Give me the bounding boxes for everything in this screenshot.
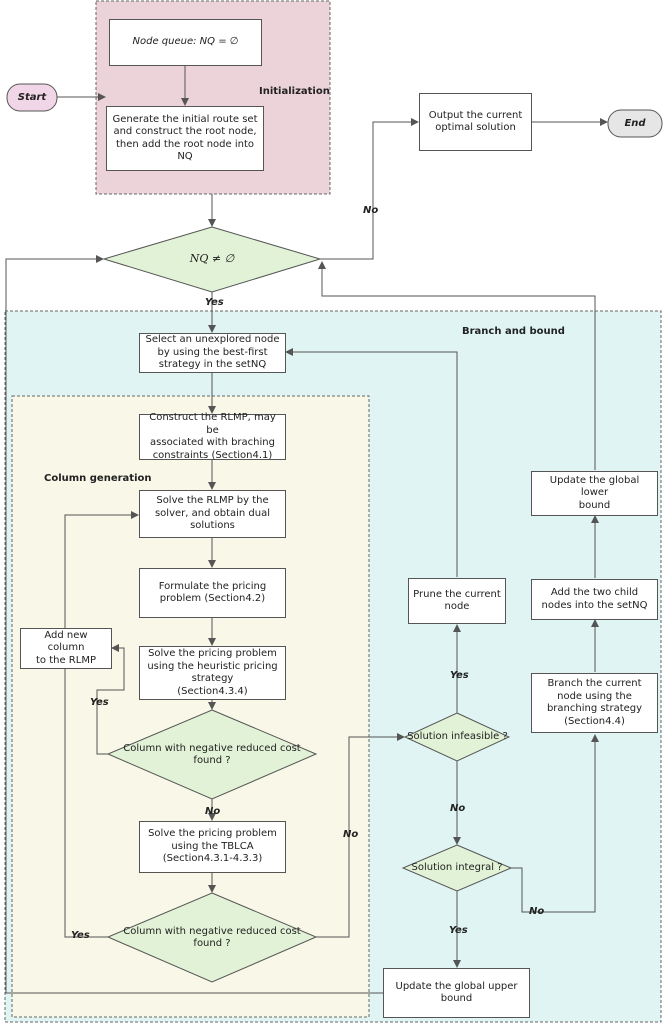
label-no-branch: No [529, 906, 545, 917]
edge-add-column-to-solve [64, 511, 139, 641]
edge-nq-no-to-output [320, 118, 419, 260]
branch-and-bound-title: Branch and bound [462, 326, 565, 337]
solution-infeasible-text: Solution infeasible ? [407, 730, 508, 742]
edge-integral-no-to-branch [511, 734, 599, 913]
initialization-title: Initialization [259, 86, 330, 97]
branch-node-box: Branch the current node using the branch… [531, 673, 658, 733]
solution-integral-text: Solution integral ? [411, 861, 503, 873]
solve-pricing-tblca-box: Solve the pricing problem using the TBLC… [139, 821, 286, 873]
label-yes-add-col-2: Yes [71, 930, 90, 941]
add-column-box: Add new column to the RLMP [20, 628, 112, 669]
construct-rlmp-box: Construct the RLMP, may be associated wi… [139, 412, 286, 461]
end-terminal: End [624, 118, 646, 129]
solve-rlmp-box: Solve the RLMP by the solver, and obtain… [139, 490, 286, 538]
label-no-infeasible: No [343, 829, 359, 840]
node-queue-box: Node queue: NQ = ∅ [109, 19, 262, 66]
edge-prune-to-select [285, 348, 458, 577]
neg-cost-2-diamond [106, 892, 318, 983]
formulate-pricing-box: Formulate the pricing problem (Section4.… [139, 568, 286, 618]
label-no-output: No [363, 205, 379, 216]
edge-neg1-yes-to-add-column [96, 644, 125, 755]
label-no-integral: No [450, 803, 466, 814]
label-yes-add-col: Yes [90, 697, 109, 708]
edge-neg2-yes-to-add-column [61, 642, 108, 938]
select-node-box: Select an unexplored node by using the b… [139, 333, 286, 373]
column-generation-title: Column generation [44, 473, 152, 484]
add-children-box: Add the two child nodes into the setNQ [531, 579, 658, 620]
label-yes-upper: Yes [449, 925, 468, 936]
label-yes-prune: Yes [450, 670, 469, 681]
update-lower-box: Update the global lower bound [531, 471, 658, 516]
end-terminal-shape [607, 109, 663, 138]
edge-upper-to-nq [5, 255, 383, 994]
output-solution-box: Output the current optimal solution [419, 93, 532, 151]
edge-neg2-no-to-infeasible [316, 733, 405, 938]
update-upper-box: Update the global upper bound [383, 968, 530, 1018]
prune-node-box: Prune the current node [408, 578, 506, 624]
generate-initial-box: Generate the initial route set and const… [106, 106, 264, 171]
start-terminal: Start [17, 92, 47, 103]
label-yes-bb: Yes [205, 297, 224, 308]
label-no-tblca: No [205, 806, 221, 817]
neg-cost-1-text: Column with negative reduced cost found … [123, 742, 301, 767]
edge-lower-to-nq [318, 261, 596, 470]
nq-check-text: NQ ≠ ∅ [189, 252, 235, 266]
solve-pricing-heuristic-box: Solve the pricing problem using the heur… [139, 646, 286, 700]
neg-cost-2-text: Column with negative reduced cost found … [123, 925, 301, 950]
